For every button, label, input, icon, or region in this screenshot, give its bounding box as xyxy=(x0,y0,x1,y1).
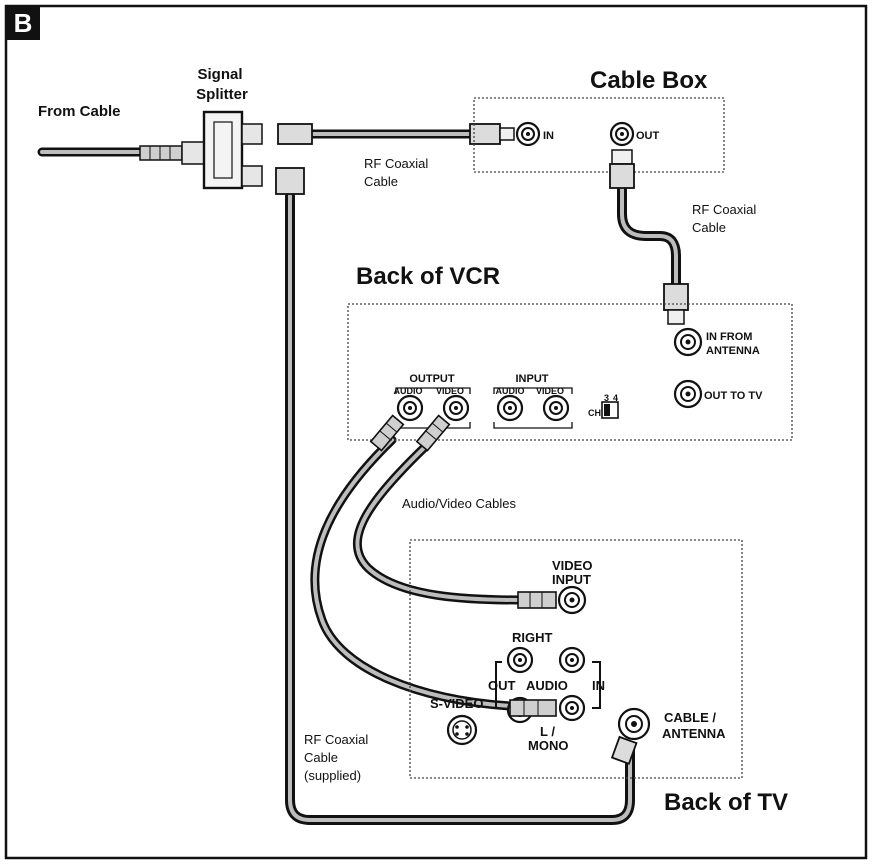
label-rf-supplied: (supplied) xyxy=(304,768,361,783)
panel-badge-letter: B xyxy=(14,8,33,38)
cable-box-panel xyxy=(473,97,725,173)
panel-badge xyxy=(6,6,40,40)
label-tv-l: L / xyxy=(540,724,555,739)
label-tv-video: VIDEO xyxy=(552,558,592,573)
tv-audio-left-in-jack xyxy=(558,694,586,722)
label-tv-audio: AUDIO xyxy=(526,678,568,693)
label-tv-right: RIGHT xyxy=(512,630,553,645)
vcr-output-audio-jack xyxy=(396,394,424,422)
label-vcr-output: OUTPUT xyxy=(409,373,455,385)
label-from-cable: From Cable xyxy=(38,103,121,120)
vcr-output-video-jack xyxy=(442,394,470,422)
vcr-back-panel xyxy=(347,303,793,441)
label-tv-antenna: ANTENNA xyxy=(662,726,726,741)
label-vcr-in-video: VIDEO xyxy=(536,386,564,396)
video-plug-tv xyxy=(517,591,557,609)
cable-box-in-jack xyxy=(515,121,541,147)
label-vcr-out-to-tv: OUT TO TV xyxy=(704,390,763,402)
tv-video-input-jack xyxy=(557,585,587,615)
label-vcr-input: INPUT xyxy=(516,373,549,385)
label-rf-coaxial-3: RF Coaxial xyxy=(304,732,368,747)
label-splitter: Splitter xyxy=(196,86,248,103)
label-tv-mono: MONO xyxy=(528,738,568,753)
label-rf-coaxial-1: RF Coaxial xyxy=(364,156,428,171)
audio-plug-tv xyxy=(509,699,557,717)
cable-box-out-jack xyxy=(609,121,635,147)
tv-back-panel xyxy=(409,539,743,779)
label-rf-cable-1: Cable xyxy=(364,174,398,189)
video-plug-vcr xyxy=(415,414,451,452)
label-rf-cable-3: Cable xyxy=(304,750,338,765)
vcr-out-to-tv-jack xyxy=(673,379,703,409)
tv-audio-right-out-jack xyxy=(506,646,534,674)
label-vcr-ch: CH xyxy=(588,408,601,418)
tv-cable-antenna-jack xyxy=(617,707,651,741)
vcr-in-from-antenna-jack xyxy=(673,327,703,357)
vcr-input-audio-jack xyxy=(496,394,524,422)
label-vcr-ch4: 4 xyxy=(613,393,618,403)
title-cable-box: Cable Box xyxy=(590,67,708,94)
title-back-of-vcr: Back of VCR xyxy=(356,263,500,290)
label-vcr-in-from: IN FROM xyxy=(706,331,752,343)
label-rf-coaxial-2: RF Coaxial xyxy=(692,202,756,217)
label-rf-cable-2: Cable xyxy=(692,220,726,235)
signal-splitter xyxy=(139,110,313,195)
label-cable-box-out: OUT xyxy=(636,130,660,142)
label-tv-cable: CABLE / xyxy=(664,710,716,725)
label-vcr-out-audio: AUDIO xyxy=(394,386,423,396)
label-cable-box-in: IN xyxy=(543,130,554,142)
label-vcr-antenna: ANTENNA xyxy=(706,345,760,357)
vcr-input-video-jack xyxy=(542,394,570,422)
audio-plug-vcr xyxy=(369,414,405,452)
tv-s-video-jack xyxy=(446,714,478,746)
label-signal: Signal xyxy=(197,66,242,83)
label-vcr-ch3: 3 xyxy=(604,393,609,403)
title-back-of-tv: Back of TV xyxy=(664,789,788,816)
label-tv-in: IN xyxy=(592,678,605,693)
label-av-cables: Audio/Video Cables xyxy=(402,496,516,511)
label-tv-out: OUT xyxy=(488,678,516,693)
label-vcr-in-audio: AUDIO xyxy=(496,386,525,396)
label-vcr-out-video: VIDEO xyxy=(436,386,464,396)
label-tv-s-video: S-VIDEO xyxy=(430,696,483,711)
label-tv-input: INPUT xyxy=(552,572,591,587)
tv-audio-right-in-jack xyxy=(558,646,586,674)
